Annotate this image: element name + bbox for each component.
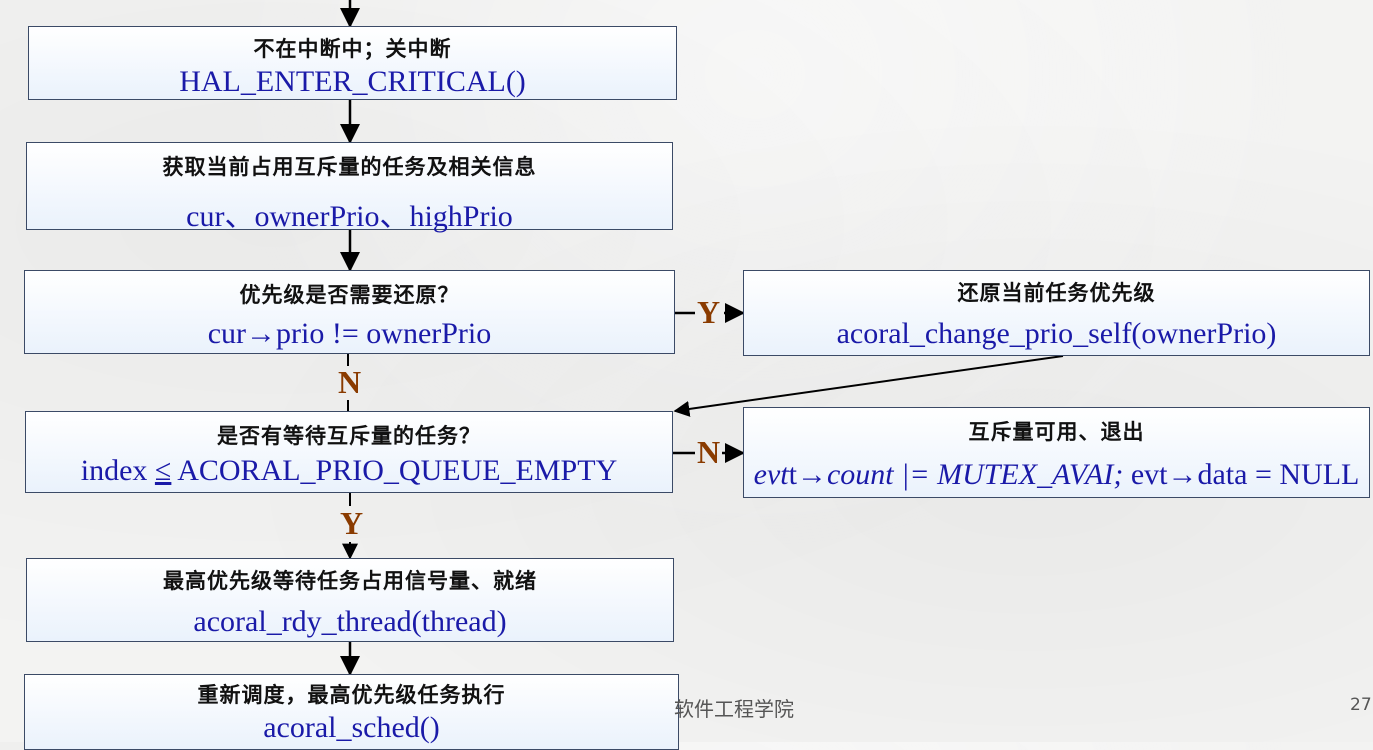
label-no-restore: N (338, 364, 362, 400)
box-restore-prio-code: acoral_change_prio_self(ownerPrio) (836, 317, 1277, 350)
arrow-b4-b5 (673, 355, 1064, 417)
box-prio-restore-check-title: 优先级是否需要还原？ (239, 283, 460, 307)
page-number: 27 (1350, 695, 1372, 715)
label-yes-restore: Y (697, 294, 721, 330)
box-ready-thread: 最高优先级等待任务占用信号量、就绪 acoral_rdy_thread(thre… (26, 558, 674, 642)
code-queue-empty: ACORAL_PRIO_QUEUE_EMPTY (171, 454, 618, 487)
box-prio-restore-check-code: cur→prio != ownerPrio (207, 317, 492, 350)
box-mutex-available: 互斥量可用、退出 evtt→count |= MUTEX_AVAI; evt→d… (743, 407, 1370, 498)
box-waiting-check-title: 是否有等待互斥量的任务？ (217, 424, 481, 448)
box-restore-prio: 还原当前任务优先级 acoral_change_prio_self(ownerP… (743, 270, 1370, 356)
box-enter-critical: 不在中断中；关中断 HAL_ENTER_CRITICAL() (28, 26, 677, 100)
box-reschedule-title: 重新调度，最高优先级任务执行 (197, 683, 506, 707)
code-count: count |= MUTEX_AVAI; (826, 458, 1124, 491)
box-reschedule-code: acoral_sched() (263, 711, 440, 744)
box-ready-thread-title: 最高优先级等待任务占用信号量、就绪 (163, 569, 537, 593)
box-get-owner: 获取当前占用互斥量的任务及相关信息 cur、ownerPrio、highPrio (26, 142, 673, 233)
box-ready-thread-code: acoral_rdy_thread(thread) (193, 605, 507, 638)
box-get-owner-code: cur、ownerPrio、highPrio (186, 200, 513, 233)
code-t-arrow: t→ (788, 458, 827, 491)
box-restore-prio-title: 还原当前任务优先级 (957, 281, 1156, 305)
box-enter-critical-code: HAL_ENTER_CRITICAL() (179, 65, 526, 98)
label-yes-waiting: Y (340, 505, 364, 541)
box-mutex-available-title: 互斥量可用、退出 (968, 420, 1145, 444)
code-evt: evt (753, 458, 789, 491)
code-le: ≤ (154, 454, 172, 487)
box-mutex-available-code: evtt→count |= MUTEX_AVAI; evt→data = NUL… (744, 458, 1369, 492)
box-prio-restore-check: 优先级是否需要还原？ cur→prio != ownerPrio (24, 270, 675, 354)
code-data-null: evt→data = NULL (1123, 458, 1360, 491)
box-waiting-check-code: index ≤ ACORAL_PRIO_QUEUE_EMPTY (26, 454, 672, 488)
box-reschedule: 重新调度，最高优先级任务执行 acoral_sched() (24, 674, 679, 750)
box-waiting-check: 是否有等待互斥量的任务？ index ≤ ACORAL_PRIO_QUEUE_E… (25, 411, 673, 493)
label-no-waiting: N (697, 434, 721, 470)
box-get-owner-title: 获取当前占用互斥量的任务及相关信息 (162, 155, 537, 179)
box-enter-critical-title: 不在中断中；关中断 (253, 37, 452, 61)
code-index: index (80, 454, 155, 487)
footer-institute: 软件工程学院 (674, 697, 794, 721)
